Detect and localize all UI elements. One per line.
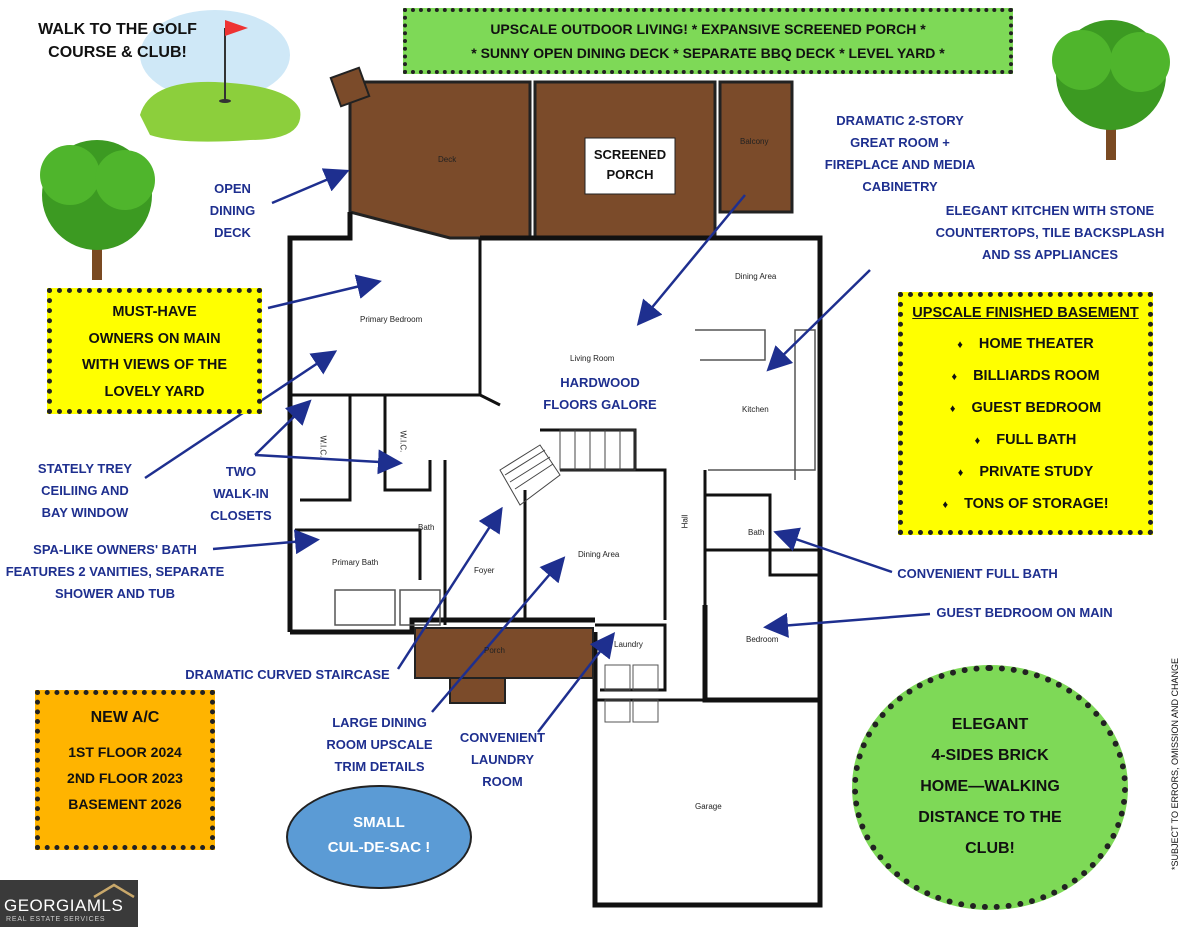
room-dining-area-top: Dining Area bbox=[735, 272, 777, 281]
callout-hardwood: HARDWOOD FLOORS GALORE bbox=[543, 375, 657, 412]
room-foyer: Foyer bbox=[474, 566, 495, 575]
room-hall: Hall bbox=[680, 514, 690, 529]
callout-dining-deck: OPEN DINING DECK bbox=[209, 181, 256, 240]
cul-de-sac-oval: SMALL CUL-DE-SAC ! bbox=[286, 785, 472, 889]
basement-item: ♦ TONS OF STORAGE! bbox=[903, 489, 1148, 521]
basement-item: ♦ HOME THEATER bbox=[903, 329, 1148, 361]
bullet-icon: ♦ bbox=[957, 339, 963, 351]
callout-great-room: DRAMATIC 2-STORY GREAT ROOM + FIREPLACE … bbox=[824, 113, 976, 194]
basement-item-label: BILLIARDS ROOM bbox=[973, 368, 1100, 384]
callout-full-bath: CONVENIENT FULL BATH bbox=[897, 566, 1058, 581]
callout-closets: TWO WALK-IN CLOSETS bbox=[210, 464, 272, 523]
basement-item-label: PRIVATE STUDY bbox=[979, 464, 1094, 480]
bullet-icon: ♦ bbox=[957, 467, 964, 479]
basement-item: ♦ BILLIARDS ROOM bbox=[903, 361, 1148, 393]
basement-item: ♦ GUEST BEDROOM bbox=[903, 393, 1148, 425]
callout-arrows bbox=[144, 168, 931, 733]
golf-course-icon bbox=[140, 10, 301, 142]
room-primary-bath: Primary Bath bbox=[332, 558, 379, 567]
room-garage: Garage bbox=[695, 802, 722, 811]
basement-item-label: HOME THEATER bbox=[978, 336, 1094, 352]
golf-walk-heading: WALK TO THE GOLF COURSE & CLUB! bbox=[38, 21, 197, 61]
balcony-area bbox=[718, 80, 794, 214]
disclaimer: *SUBJECT TO ERRORS, OMISSION AND CHANGE bbox=[1170, 658, 1180, 871]
bullet-icon: ♦ bbox=[942, 499, 949, 511]
room-living-room: Living Room bbox=[570, 354, 615, 363]
tree-icon-left bbox=[40, 140, 155, 280]
callout-staircase: DRAMATIC CURVED STAIRCASE bbox=[185, 667, 390, 682]
room-bath-small: Bath bbox=[418, 523, 435, 532]
basement-box: UPSCALE FINISHED BASEMENT ♦HOME THEATER♦… bbox=[898, 292, 1153, 535]
screened-porch-label: SCREENED PORCH bbox=[593, 147, 667, 182]
basement-title: UPSCALE FINISHED BASEMENT bbox=[912, 305, 1139, 321]
callout-guest-bedroom: GUEST BEDROOM ON MAIN bbox=[936, 605, 1113, 620]
new-ac-box: NEW A/C 1ST FLOOR 2024 2ND FLOOR 2023 BA… bbox=[35, 690, 215, 850]
basement-item: ♦ PRIVATE STUDY bbox=[903, 457, 1148, 489]
owners-on-main-box: MUST-HAVE OWNERS ON MAIN WITH VIEWS OF T… bbox=[47, 288, 262, 414]
basement-list: ♦ HOME THEATER ♦ BILLIARDS ROOM ♦ GUEST BEDRO… bbox=[903, 329, 1148, 521]
room-deck: Deck bbox=[438, 155, 457, 164]
room-bath: Bath bbox=[748, 528, 765, 537]
house-roof-icon bbox=[93, 883, 135, 898]
room-wic-1: W.I.C. bbox=[318, 435, 328, 458]
basement-item-label: FULL BATH bbox=[996, 432, 1077, 448]
outdoor-living-banner: UPSCALE OUTDOOR LIVING! * EXPANSIVE SCRE… bbox=[403, 8, 1013, 74]
bullet-icon: ♦ bbox=[974, 435, 981, 447]
callout-laundry: CONVENIENT LAUNDRY ROOM bbox=[459, 730, 546, 789]
room-dining-area: Dining Area bbox=[578, 550, 620, 559]
basement-item-label: GUEST BEDROOM bbox=[971, 400, 1102, 416]
callout-dining-room: LARGE DINING ROOM UPSCALE TRIM DETAILS bbox=[326, 715, 433, 774]
callout-trey-ceiling: STATELY TREY CEILIING AND BAY WINDOW bbox=[37, 461, 133, 520]
tree-icon-right bbox=[1052, 20, 1170, 160]
georgiamls-logo: GEORGIAMLS REAL ESTATE SERVICES bbox=[0, 880, 138, 927]
room-porch: Porch bbox=[484, 646, 505, 655]
bullet-icon: ♦ bbox=[949, 403, 956, 415]
callout-spa-bath: SPA-LIKE OWNERS' BATH FEATURES 2 VANITIE… bbox=[5, 542, 225, 601]
room-wic-2: W.I.C. bbox=[398, 430, 408, 453]
room-kitchen: Kitchen bbox=[742, 405, 769, 414]
room-bedroom: Bedroom bbox=[746, 635, 779, 644]
room-balcony: Balcony bbox=[740, 137, 769, 146]
callout-kitchen: ELEGANT KITCHEN WITH STONE COUNTERTOPS, … bbox=[935, 203, 1165, 262]
basement-item: ♦ FULL BATH bbox=[903, 425, 1148, 457]
basement-item-label: TONS OF STORAGE! bbox=[964, 496, 1109, 512]
room-primary-bedroom: Primary Bedroom bbox=[360, 315, 423, 324]
brick-home-circle: ELEGANT 4-SIDES BRICK HOME—WALKING DISTA… bbox=[852, 665, 1128, 910]
room-laundry: Laundry bbox=[614, 640, 643, 649]
bullet-icon: ♦ bbox=[951, 371, 958, 383]
